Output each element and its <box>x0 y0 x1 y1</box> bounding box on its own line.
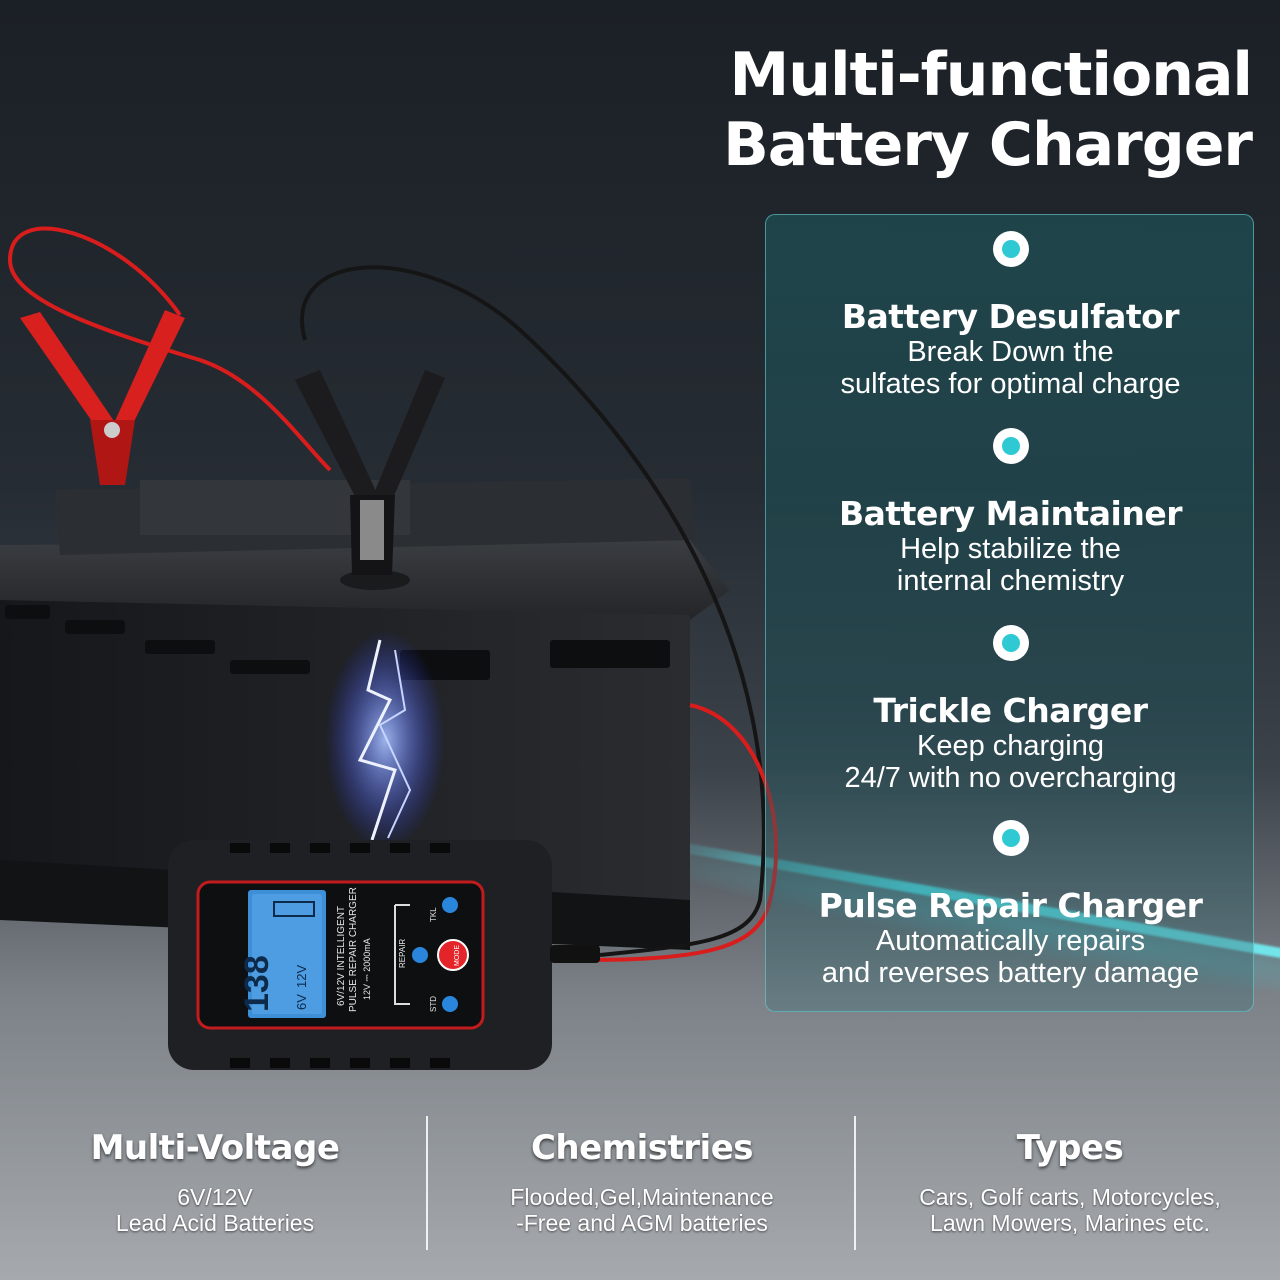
spec-line1: Cars, Golf carts, Motorcycles, <box>919 1184 1221 1210</box>
spec-line1: Flooded,Gel,Maintenance <box>510 1184 774 1210</box>
bullet-dot-icon <box>992 625 1029 661</box>
feature-title: Pulse Repair Charger <box>818 886 1203 925</box>
spec-types: Types Cars, Golf carts, Motorcycles, Law… <box>870 1128 1270 1236</box>
feature-title: Trickle Charger <box>873 691 1148 730</box>
headline: Multi-functional Battery Charger <box>692 40 1253 180</box>
device-rating: 12V ⎓ 2000mA <box>362 938 372 1000</box>
spec-title: Chemistries <box>530 1128 754 1168</box>
tkl-label: TKL <box>429 907 438 922</box>
device-label-line1: 6V/12V INTELLIGENT <box>336 906 347 1006</box>
features-panel: Battery Desulfator Break Down the sulfat… <box>765 214 1254 1012</box>
feature-desc-line1: Keep charging <box>916 730 1105 762</box>
black-clamp <box>295 370 445 575</box>
bullet-dot-icon <box>992 820 1029 856</box>
feature-desc-line1: Help stabilize the <box>900 533 1121 565</box>
electric-bolt <box>325 630 445 850</box>
std-indicator-icon <box>442 996 458 1012</box>
spec-title: Types <box>1016 1128 1124 1168</box>
spec-title: Multi-Voltage <box>90 1128 340 1168</box>
spec-line2: Lead Acid Batteries <box>115 1210 315 1236</box>
lcd-6v-label: 6V <box>294 994 309 1010</box>
bullet-dot-icon <box>992 428 1029 464</box>
repair-indicator-icon <box>412 947 428 963</box>
spec-chemistries: Chemistries Flooded,Gel,Maintenance -Fre… <box>452 1128 832 1236</box>
headline-line2: Battery Charger <box>723 110 1253 180</box>
tkl-indicator-icon <box>442 897 458 913</box>
feature-title: Battery Desulfator <box>841 297 1180 336</box>
bullet-dot-icon <box>992 231 1029 267</box>
feature-title: Battery Maintainer <box>838 494 1183 533</box>
std-label: STD <box>429 996 438 1012</box>
feature-maintainer: Battery Maintainer Help stabilize the in… <box>766 428 1255 597</box>
feature-desc-line2: and reverses battery damage <box>821 957 1200 989</box>
feature-desc-line1: Automatically repairs <box>875 925 1146 957</box>
feature-desc-line1: Break Down the <box>907 336 1114 368</box>
feature-desc-line2: 24/7 with no overcharging <box>844 762 1177 794</box>
spec-line2: Lawn Mowers, Marines etc. <box>930 1210 1210 1236</box>
lcd-12v-label: 12V <box>294 965 309 988</box>
feature-desc-line2: sulfates for optimal charge <box>840 368 1181 400</box>
spec-line1: 6V/12V <box>177 1184 253 1210</box>
repair-label: REPAIR <box>398 939 407 968</box>
feature-pulse-repair: Pulse Repair Charger Automatically repai… <box>766 820 1255 989</box>
feature-desc-line2: internal chemistry <box>896 565 1125 597</box>
spec-multi-voltage: Multi-Voltage 6V/12V Lead Acid Batteries <box>40 1128 390 1236</box>
spec-divider <box>854 1116 856 1250</box>
mode-button[interactable] <box>437 939 469 971</box>
lcd-readout: 138 <box>238 955 276 1012</box>
device-label-line2: PULSE REPAIR CHARGER <box>348 887 359 1012</box>
feature-trickle: Trickle Charger Keep charging 24/7 with … <box>766 625 1255 794</box>
feature-desulfator: Battery Desulfator Break Down the sulfat… <box>766 231 1255 400</box>
spec-line2: -Free and AGM batteries <box>516 1210 768 1236</box>
mode-button-label: MODE <box>454 945 461 966</box>
red-clamp <box>20 310 185 485</box>
charger-device <box>168 840 600 1070</box>
headline-line1: Multi-functional <box>729 40 1253 110</box>
spec-divider <box>426 1116 428 1250</box>
